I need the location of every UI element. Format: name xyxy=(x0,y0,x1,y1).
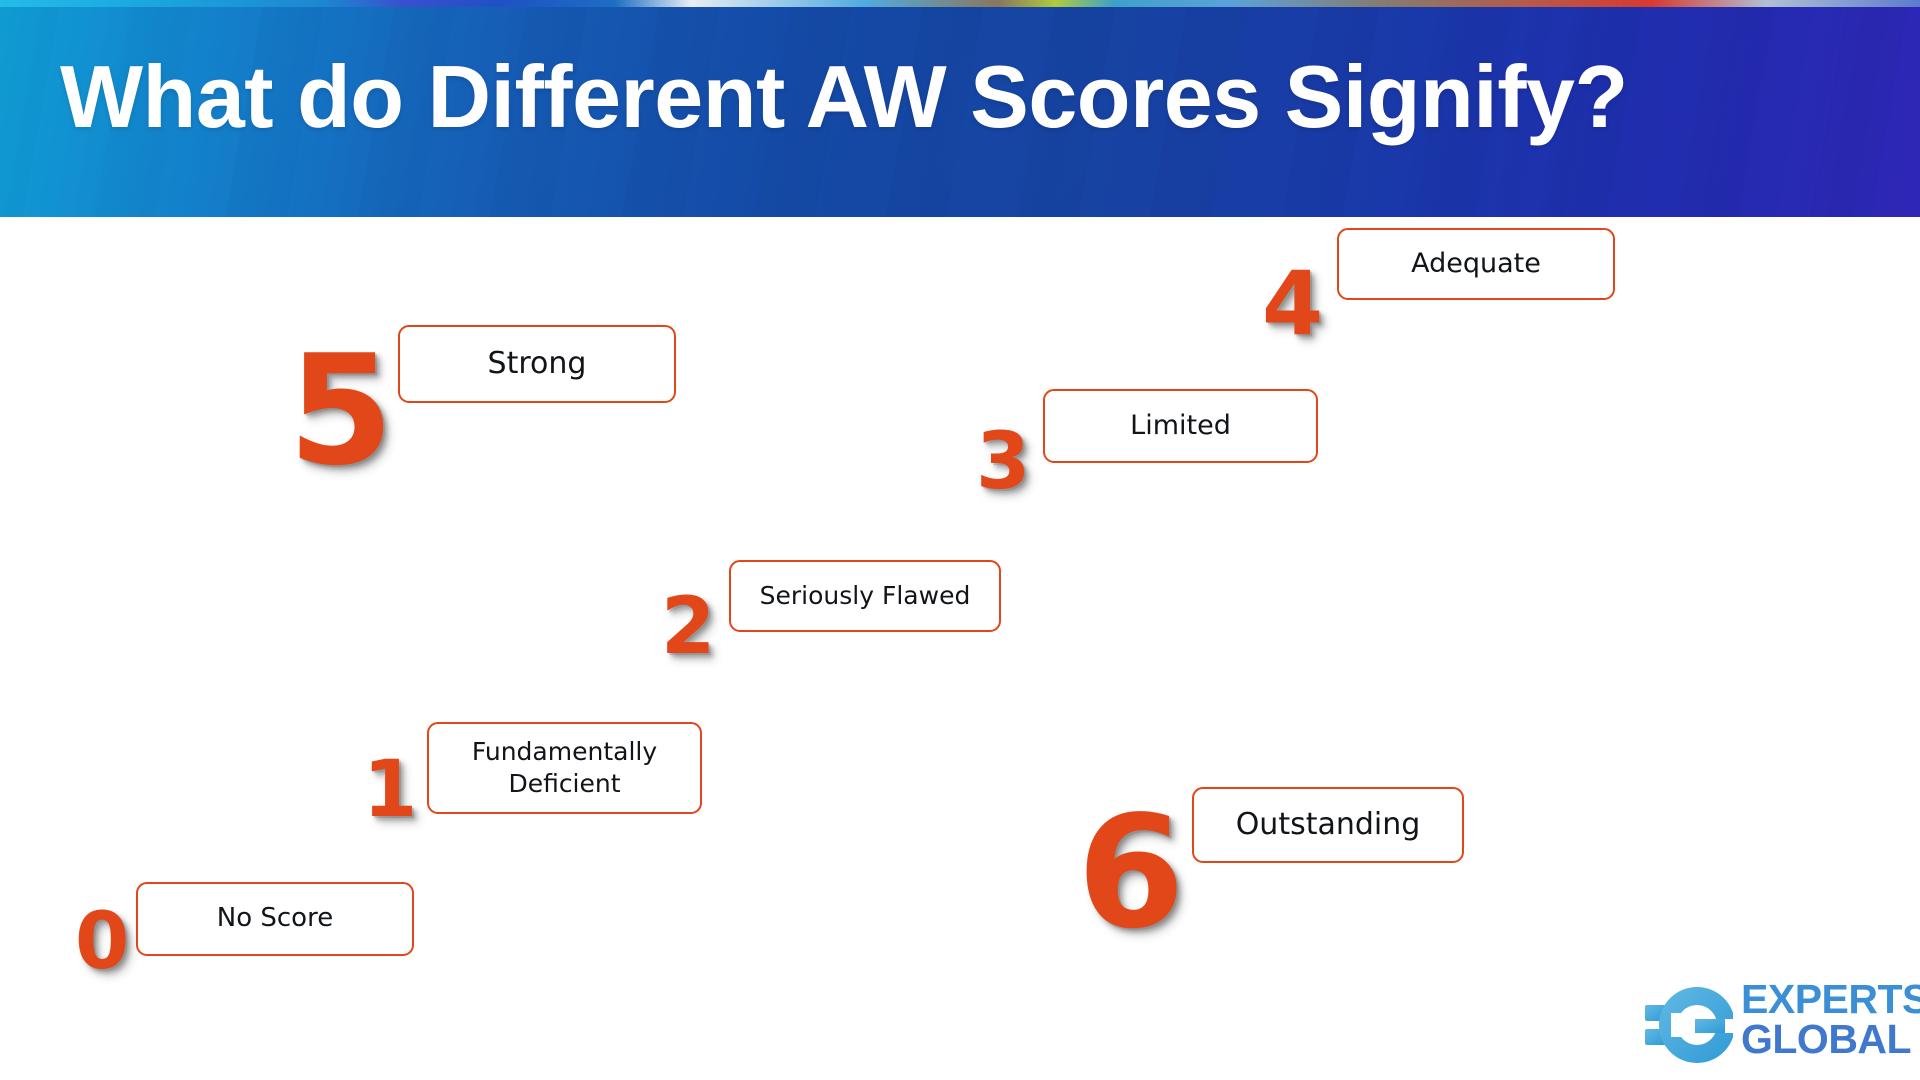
score-label-box-0[interactable]: No Score xyxy=(136,882,414,956)
score-number-1: 1 xyxy=(363,745,418,835)
score-label-text-0: No Score xyxy=(216,903,334,934)
logo-line-global: GLOBAL xyxy=(1741,1016,1912,1063)
page-title: What do Different AW Scores Signify? xyxy=(60,47,1628,146)
score-number-3: 3 xyxy=(976,417,1031,507)
score-number-6: 6 xyxy=(1077,782,1185,963)
header-banner: What do Different AW Scores Signify? xyxy=(0,0,1920,217)
score-number-4: 4 xyxy=(1262,252,1324,355)
logo-line-experts: EXPERTS’ xyxy=(1741,976,1920,1022)
score-label-box-2[interactable]: Seriously Flawed xyxy=(729,560,1001,632)
score-label-text-1: Fundamentally Deficient xyxy=(471,737,658,798)
score-label-box-5[interactable]: Strong xyxy=(398,325,676,403)
score-label-box-3[interactable]: Limited xyxy=(1043,389,1318,463)
score-label-text-4: Adequate xyxy=(1411,247,1541,279)
header-color-multiply xyxy=(0,0,1920,217)
score-label-box-4[interactable]: Adequate xyxy=(1337,228,1615,300)
logo-wordmark: EXPERTS’ GLOBAL xyxy=(1741,976,1920,1063)
score-label-box-6[interactable]: Outstanding xyxy=(1192,787,1464,863)
header-top-strip xyxy=(0,0,1920,7)
score-number-5: 5 xyxy=(288,322,394,499)
experts-global-logo-icon xyxy=(1645,983,1735,1067)
score-number-0: 0 xyxy=(75,897,130,987)
score-label-box-1[interactable]: Fundamentally Deficient xyxy=(427,722,702,814)
score-label-text-2: Seriously Flawed xyxy=(759,581,971,610)
score-label-text-6: Outstanding xyxy=(1235,806,1421,842)
score-label-text-5: Strong xyxy=(487,345,587,381)
score-number-2: 2 xyxy=(661,582,716,672)
score-label-text-3: Limited xyxy=(1130,409,1231,441)
brand-logo: EXPERTS’ GLOBAL xyxy=(1645,975,1920,1075)
